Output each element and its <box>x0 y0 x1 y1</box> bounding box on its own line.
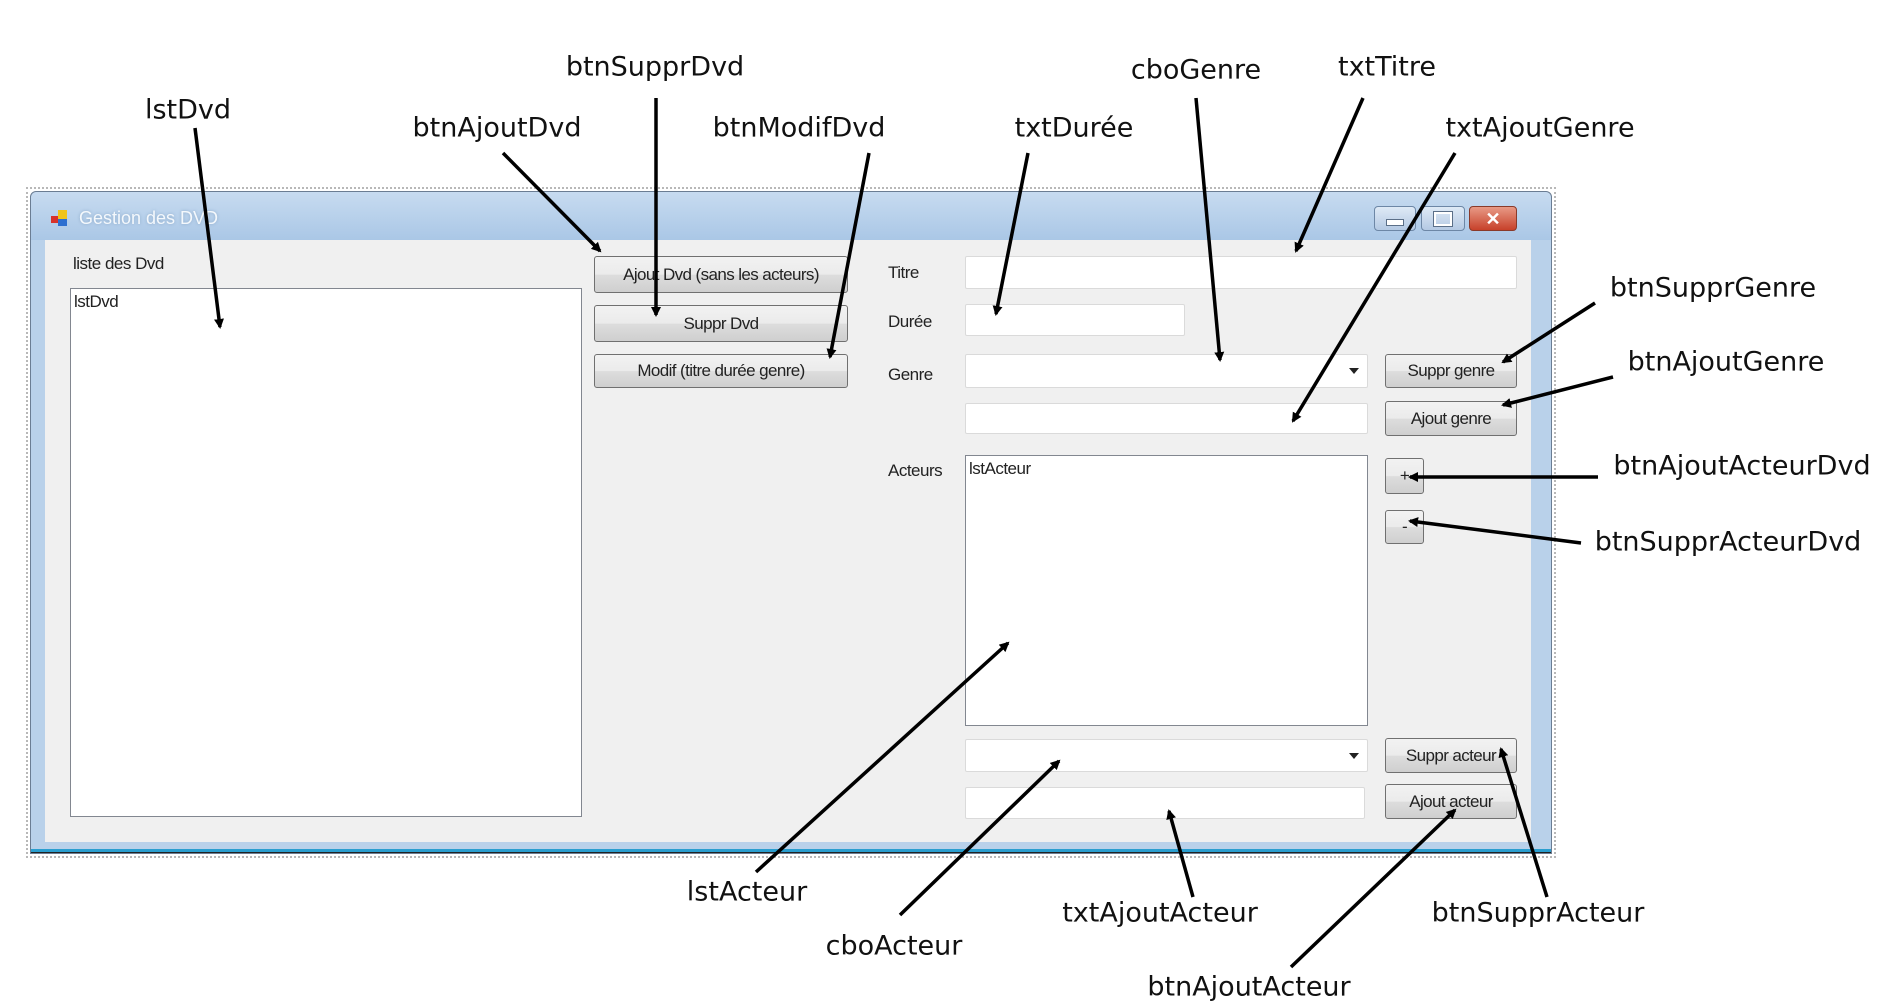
acteur-listbox[interactable]: lstActeur <box>965 455 1368 726</box>
window-title: Gestion des DVD <box>79 208 219 228</box>
acteur-list-item[interactable]: lstActeur <box>969 459 1031 478</box>
form-client-area: liste des Dvd lstDvd Ajout Dvd (sans les… <box>45 240 1531 842</box>
close-icon: ✕ <box>1485 208 1501 229</box>
form-window: Gestion des DVD ✕ liste des Dvd lstDvd A… <box>30 191 1552 854</box>
annotation-btnAjoutActeurDvd: btnAjoutActeurDvd <box>1613 450 1871 482</box>
suppr-acteur-button[interactable]: Suppr acteur <box>1385 738 1517 773</box>
ajout-acteur-input[interactable] <box>965 787 1365 819</box>
arrow-btnModifDvd <box>826 152 871 359</box>
maximize-icon <box>1433 210 1453 227</box>
ajout-acteur-dvd-button[interactable]: + <box>1385 458 1424 494</box>
arrow-cboActeur <box>898 759 1061 917</box>
designer-selection-border <box>26 187 1556 858</box>
suppr-dvd-button[interactable]: Suppr Dvd <box>594 305 848 342</box>
annotation-txtAjoutActeur: txtAjoutActeur <box>1062 897 1258 929</box>
genre-combobox[interactable] <box>965 354 1368 388</box>
chevron-down-icon[interactable] <box>1349 752 1359 759</box>
window-bottom-border <box>31 849 1551 853</box>
arrow-lstActeur <box>754 641 1010 874</box>
arrow-txtAjoutGenre <box>1291 152 1457 423</box>
chevron-down-icon[interactable] <box>1349 368 1359 374</box>
maximize-button[interactable] <box>1421 206 1465 231</box>
annotation-btnSupprDvd: btnSupprDvd <box>565 51 745 83</box>
acteurs-label: Acteurs <box>888 461 943 480</box>
annotation-btnAjoutDvd: btnAjoutDvd <box>412 112 582 144</box>
ajout-acteur-button[interactable]: Ajout acteur <box>1385 784 1517 819</box>
annotation-cboActeur: cboActeur <box>825 930 963 962</box>
arrow-lstDvd <box>193 127 224 329</box>
arrow-btnSupprActeur <box>1498 747 1549 898</box>
annotation-btnAjoutActeur: btnAjoutActeur <box>1147 971 1351 1003</box>
ajout-genre-button[interactable]: Ajout genre <box>1385 401 1517 436</box>
titre-label: Titre <box>888 263 919 282</box>
duree-label: Durée <box>888 312 932 331</box>
annotation-txtDuree: txtDurée <box>1014 112 1134 144</box>
arrow-btnAjoutActeur <box>1289 808 1457 969</box>
arrow-txtDuree <box>992 152 1030 316</box>
annotation-lstActeur: lstActeur <box>686 876 808 908</box>
annotation-txtTitre: txtTitre <box>1337 51 1437 83</box>
annotation-cboGenre: cboGenre <box>1130 54 1262 86</box>
ajout-dvd-button[interactable]: Ajout Dvd (sans les acteurs) <box>594 256 848 293</box>
annotation-btnModifDvd: btnModifDvd <box>712 112 886 144</box>
acteur-combobox[interactable] <box>965 739 1368 772</box>
modif-dvd-button[interactable]: Modif (titre durée genre) <box>594 354 848 388</box>
arrow-btnAjoutGenre <box>1501 375 1614 408</box>
arrow-btnSupprActeurDvd <box>1408 517 1582 545</box>
dvd-list-item[interactable]: lstDvd <box>74 292 119 311</box>
annotation-btnAjoutGenre: btnAjoutGenre <box>1627 346 1825 378</box>
arrow-cboGenre <box>1194 97 1225 362</box>
annotation-lstDvd: lstDvd <box>144 94 232 126</box>
suppr-acteur-dvd-button[interactable]: - <box>1385 510 1424 544</box>
arrow-txtTitre <box>1294 97 1365 253</box>
arrow-btnSupprGenre <box>1501 301 1596 364</box>
titre-input[interactable] <box>965 256 1517 289</box>
annotation-btnSupprGenre: btnSupprGenre <box>1609 272 1817 304</box>
genre-label: Genre <box>888 365 933 384</box>
suppr-genre-button[interactable]: Suppr genre <box>1385 354 1517 388</box>
close-button[interactable]: ✕ <box>1469 206 1517 231</box>
minimize-icon <box>1386 219 1404 226</box>
app-icon <box>51 210 69 226</box>
dvd-list-label: liste des Dvd <box>73 254 164 273</box>
dvd-listbox[interactable]: lstDvd <box>70 288 582 817</box>
annotation-btnSupprActeur: btnSupprActeur <box>1431 897 1645 929</box>
annotation-txtAjoutGenre: txtAjoutGenre <box>1445 112 1635 144</box>
minimize-button[interactable] <box>1374 206 1416 231</box>
title-bar[interactable]: Gestion des DVD ✕ <box>31 192 1551 240</box>
annotation-btnSupprActeurDvd: btnSupprActeurDvd <box>1594 526 1862 558</box>
arrow-btnAjoutDvd <box>501 151 602 253</box>
arrow-txtAjoutActeur <box>1166 809 1195 898</box>
